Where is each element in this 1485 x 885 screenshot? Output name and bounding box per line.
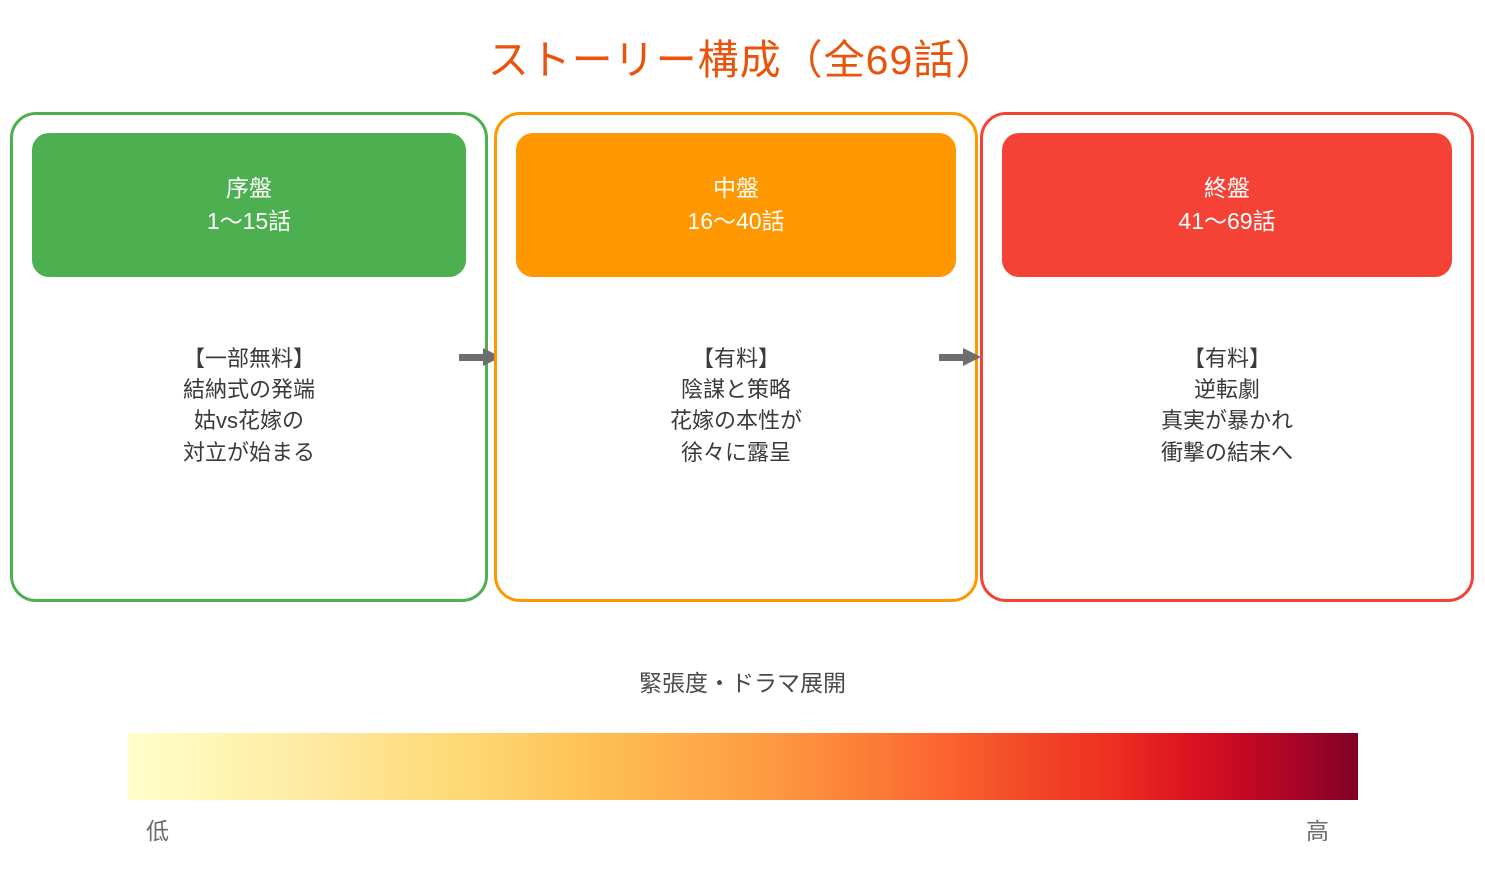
gradient-label-high: 高 (1306, 818, 1329, 844)
phase-card-late: 終盤 41〜69話 【有料】 逆転劇 真実が暴かれ 衝撃の結末へ (980, 112, 1474, 602)
gradient-label-low: 低 (146, 818, 169, 844)
phase-card-middle: 中盤 16〜40話 【有料】 陰謀と策略 花嫁の本性が 徐々に露呈 (494, 112, 978, 602)
page-title: ストーリー構成（全69話） (487, 37, 998, 83)
tension-gradient-colorbar (128, 733, 1358, 800)
phase-card-early: 序盤 1〜15話 【一部無料】 結納式の発端 姑vs花嫁の 対立が始まる (10, 112, 488, 602)
phase-header-late: 終盤 41〜69話 (1002, 133, 1452, 277)
phase-body-middle: 【有料】 陰謀と策略 花嫁の本性が 徐々に露呈 (669, 346, 802, 465)
phase-body-late: 【有料】 逆転劇 真実が暴かれ 衝撃の結末へ (1160, 346, 1293, 465)
phase-body-early: 【一部無料】 結納式の発端 姑vs花嫁の 対立が始まる (182, 346, 315, 465)
phase-header-middle: 中盤 16〜40話 (516, 133, 956, 277)
legend-caption: 緊張度・ドラマ展開 (639, 670, 846, 696)
phase-header-early: 序盤 1〜15話 (32, 133, 466, 277)
